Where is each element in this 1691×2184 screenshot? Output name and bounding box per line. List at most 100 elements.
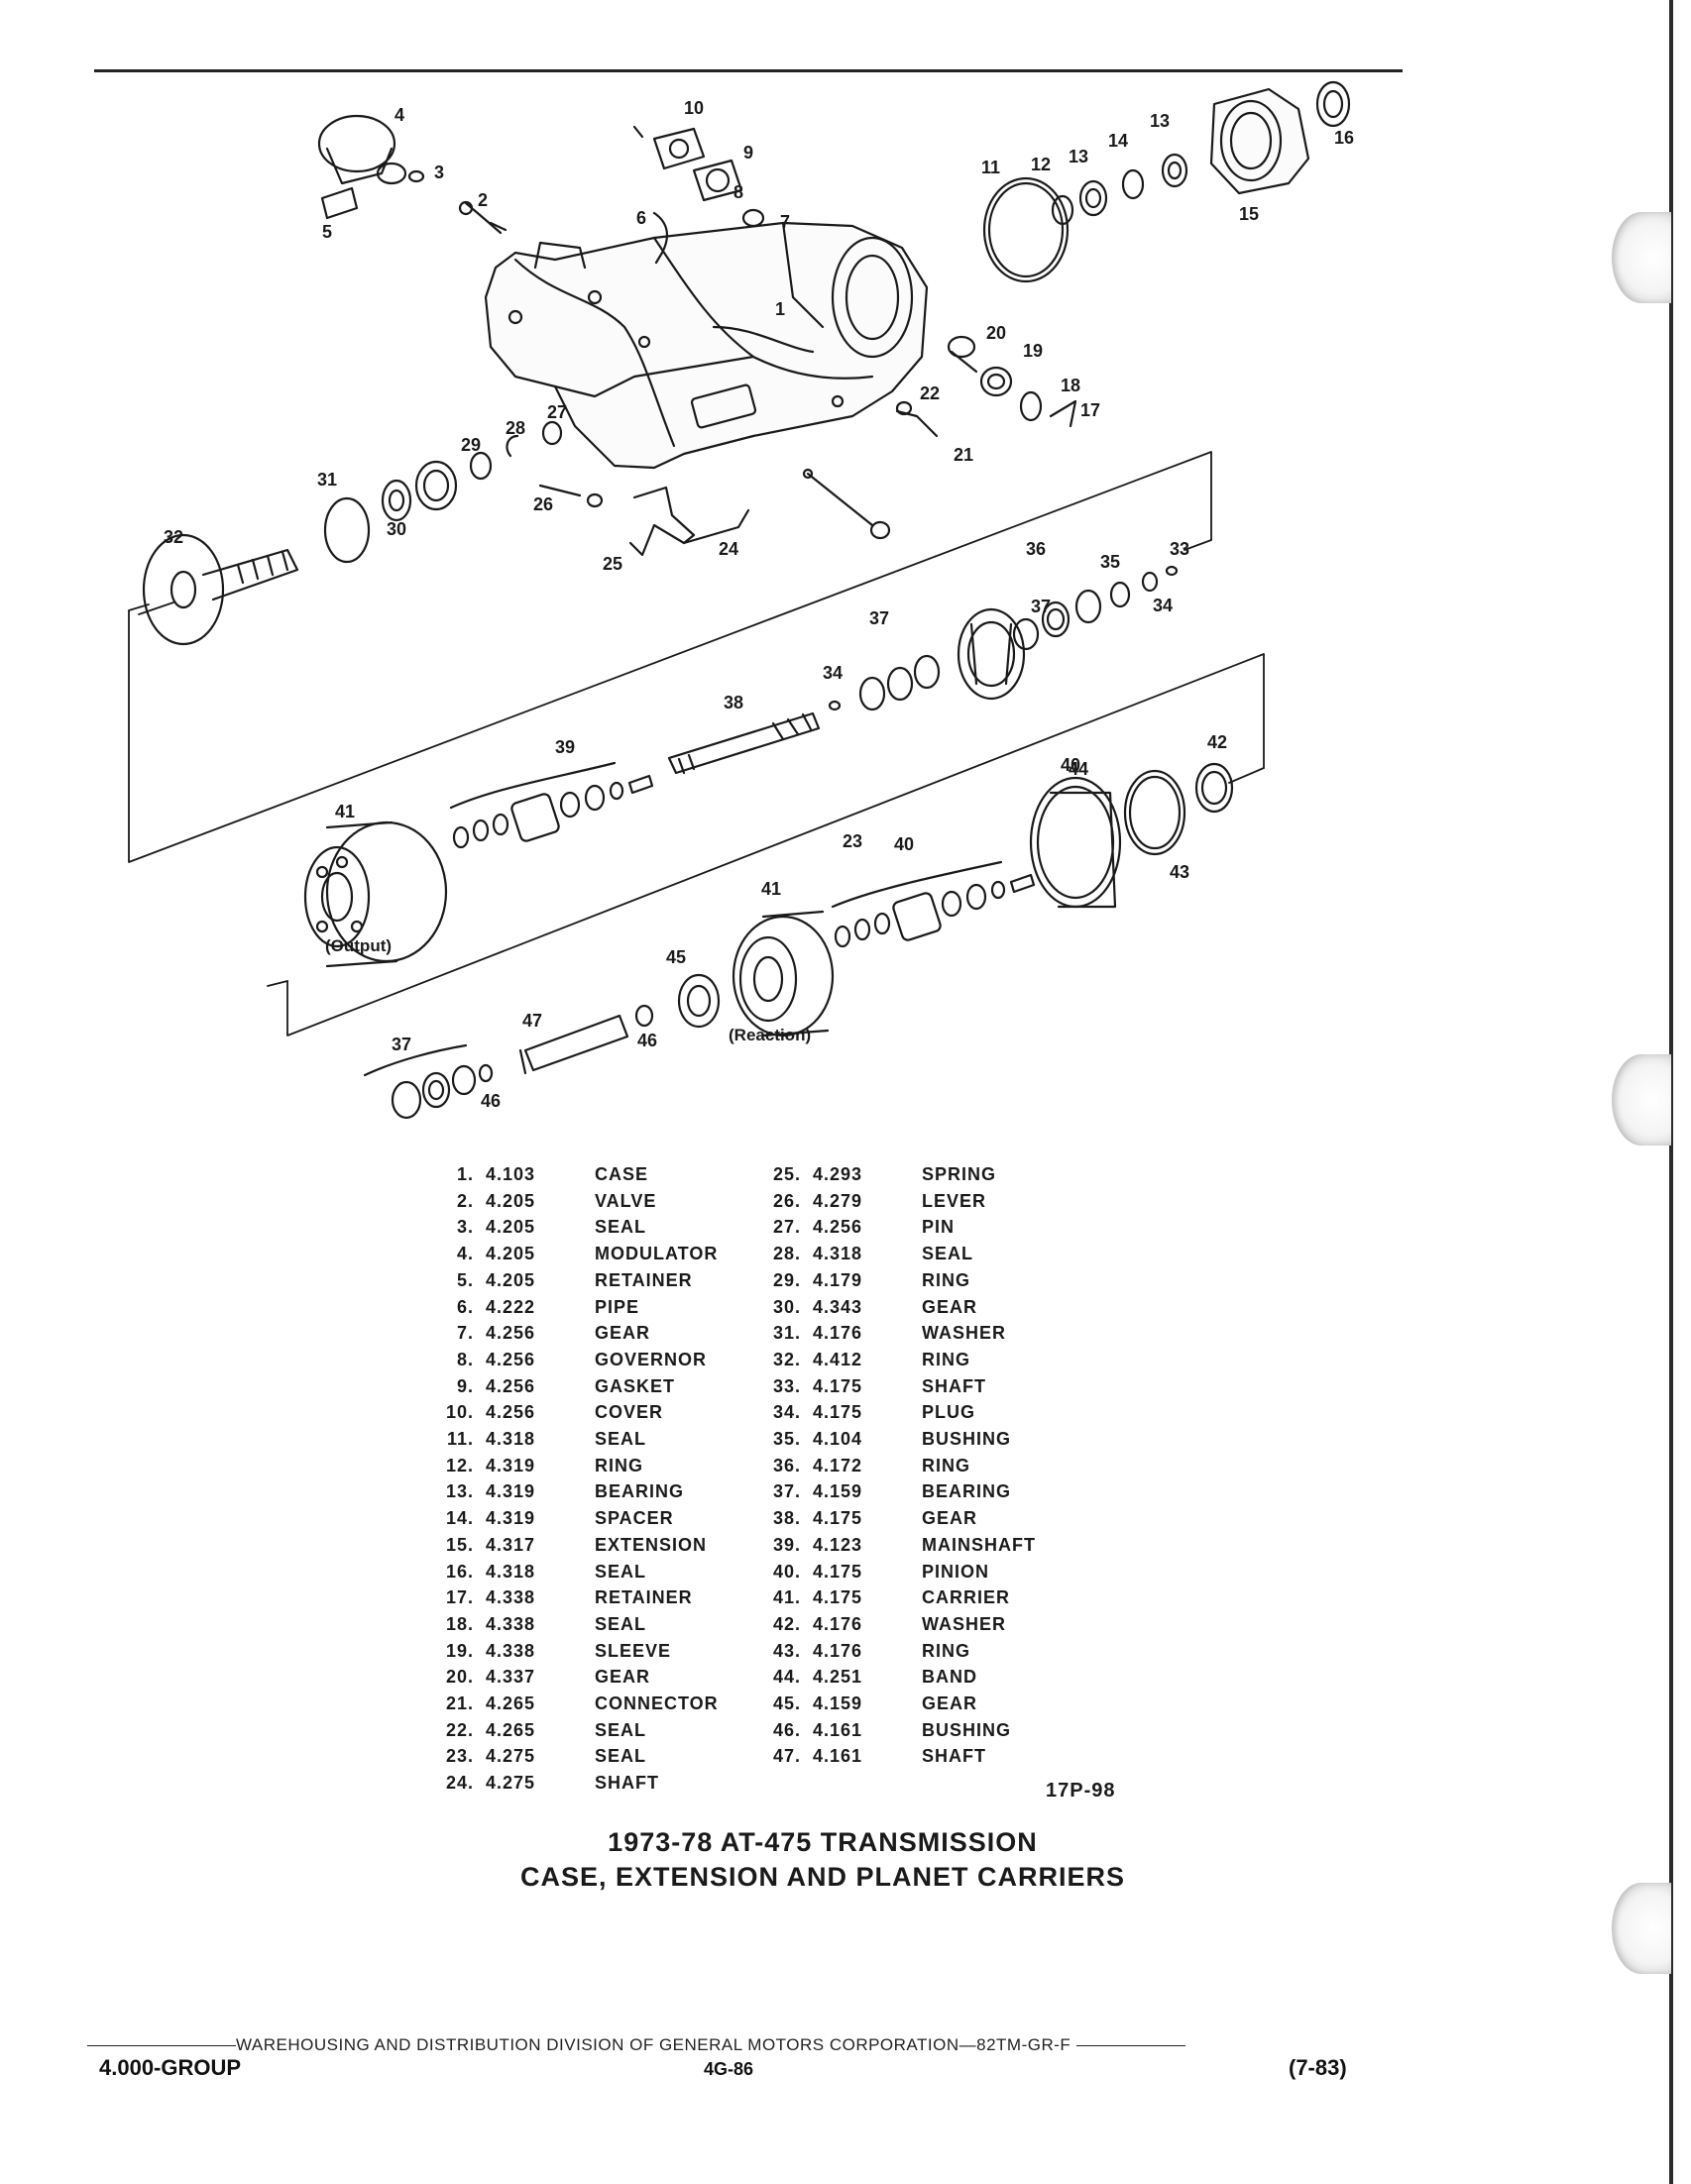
callout-14: 14 bbox=[1108, 131, 1128, 151]
callout-17: 17 bbox=[1080, 400, 1100, 420]
callout-47: 47 bbox=[522, 1011, 542, 1031]
part-description: SPRING bbox=[922, 1164, 997, 1184]
part-description: GEAR bbox=[922, 1296, 978, 1317]
callout-18: 18 bbox=[1061, 376, 1080, 395]
part-description: PLUG bbox=[922, 1402, 976, 1423]
part-description: GEAR bbox=[922, 1508, 978, 1529]
callout-34: 34 bbox=[1153, 596, 1173, 615]
part-group-code: 4.338 bbox=[486, 1587, 536, 1608]
part-description: SEAL bbox=[595, 1719, 647, 1740]
page-edge bbox=[1669, 0, 1673, 2184]
part-group-code: 4.176 bbox=[813, 1640, 863, 1661]
part-number: 29. bbox=[772, 1269, 801, 1290]
part-number: 28. bbox=[772, 1244, 801, 1264]
part-number: 6. bbox=[456, 1296, 474, 1317]
part-number: 18. bbox=[445, 1613, 474, 1634]
part-number: 10. bbox=[445, 1402, 474, 1423]
callout-8: 8 bbox=[733, 182, 743, 202]
callout-30: 30 bbox=[387, 519, 406, 539]
part-number: 34. bbox=[772, 1402, 801, 1423]
part-group-code: 4.338 bbox=[486, 1613, 536, 1634]
callout-37: 37 bbox=[392, 1035, 411, 1054]
page-title: 1973-78 AT-475 TRANSMISSION CASE, EXTENS… bbox=[297, 1825, 1348, 1895]
part-description: SHAFT bbox=[595, 1773, 659, 1794]
part-group-code: 4.104 bbox=[813, 1429, 863, 1450]
part-number: 31. bbox=[772, 1323, 801, 1344]
part-number: 37. bbox=[772, 1481, 801, 1502]
callout-1: 1 bbox=[775, 299, 785, 319]
part-group-code: 4.256 bbox=[486, 1402, 536, 1423]
part-description: RING bbox=[922, 1269, 970, 1290]
callout-41: 41 bbox=[761, 879, 781, 899]
part-group-code: 4.159 bbox=[813, 1481, 863, 1502]
part-group-code: 4.159 bbox=[813, 1693, 863, 1714]
part-group-code: 4.256 bbox=[486, 1375, 536, 1396]
pinion-set-lower-illustration bbox=[831, 860, 1036, 948]
mainshaft-illustration bbox=[667, 711, 821, 775]
binder-hole-top bbox=[1612, 212, 1671, 303]
footer-division: WAREHOUSING AND DISTRIBUTION DIVISION OF… bbox=[87, 2035, 1376, 2055]
part-number: 13. bbox=[445, 1481, 474, 1502]
part-description: CASE bbox=[595, 1164, 649, 1184]
part-number: 27. bbox=[772, 1217, 801, 1238]
part-description: GOVERNOR bbox=[595, 1349, 708, 1369]
callout-21: 21 bbox=[954, 445, 973, 465]
part-number: 20. bbox=[445, 1667, 474, 1688]
callout-13: 13 bbox=[1069, 147, 1088, 166]
part-group-code: 4.205 bbox=[486, 1269, 536, 1290]
speedometer-parts-illustration bbox=[895, 335, 1077, 438]
callout-45: 45 bbox=[666, 947, 686, 967]
part-number: 44. bbox=[772, 1667, 801, 1688]
part-group-code: 4.161 bbox=[813, 1719, 863, 1740]
part-description: PIN bbox=[922, 1217, 956, 1238]
governor-parts-illustration bbox=[632, 125, 765, 265]
callout-41: 41 bbox=[335, 802, 355, 821]
part-group-code: 4.317 bbox=[486, 1534, 536, 1555]
footer-group: 4.000-GROUP bbox=[99, 2055, 242, 2080]
part-description: EXTENSION bbox=[595, 1534, 708, 1555]
part-group-code: 4.256 bbox=[486, 1349, 536, 1369]
callout-44: 44 bbox=[1069, 759, 1088, 779]
part-number: 11. bbox=[446, 1429, 474, 1450]
part-description: WASHER bbox=[922, 1613, 1007, 1634]
extension-housing-illustration bbox=[982, 80, 1351, 283]
part-number: 22. bbox=[445, 1719, 474, 1740]
part-description: VALVE bbox=[595, 1190, 657, 1211]
part-description: SPACER bbox=[595, 1508, 674, 1529]
part-description: COVER bbox=[595, 1402, 664, 1423]
footer-rule-left bbox=[87, 2045, 236, 2047]
part-number: 5. bbox=[456, 1269, 474, 1290]
part-description: PINION bbox=[922, 1561, 990, 1582]
part-description: RETAINER bbox=[595, 1269, 693, 1290]
part-number: 41. bbox=[772, 1587, 801, 1608]
part-group-code: 4.275 bbox=[486, 1773, 536, 1794]
part-description: BUSHING bbox=[922, 1719, 1012, 1740]
part-group-code: 4.318 bbox=[486, 1429, 536, 1450]
callout-33: 33 bbox=[1170, 539, 1189, 559]
part-description: RETAINER bbox=[595, 1587, 693, 1608]
callout-19: 19 bbox=[1023, 341, 1043, 361]
part-group-code: 4.123 bbox=[813, 1534, 863, 1555]
part-group-code: 4.205 bbox=[486, 1217, 536, 1238]
callout-25: 25 bbox=[603, 554, 622, 574]
exploded-view-diagram: 1234567891011121313141516171819202122232… bbox=[128, 80, 1354, 1120]
part-group-code: 4.175 bbox=[813, 1561, 863, 1582]
footer-division-text: WAREHOUSING AND DISTRIBUTION DIVISION OF… bbox=[236, 2035, 1071, 2054]
part-description: MODULATOR bbox=[595, 1244, 719, 1264]
part-description: GEAR bbox=[595, 1323, 651, 1344]
part-description: SEAL bbox=[922, 1244, 974, 1264]
part-description: BAND bbox=[922, 1667, 977, 1688]
part-group-code: 4.319 bbox=[486, 1508, 536, 1529]
part-group-code: 4.265 bbox=[486, 1693, 536, 1714]
